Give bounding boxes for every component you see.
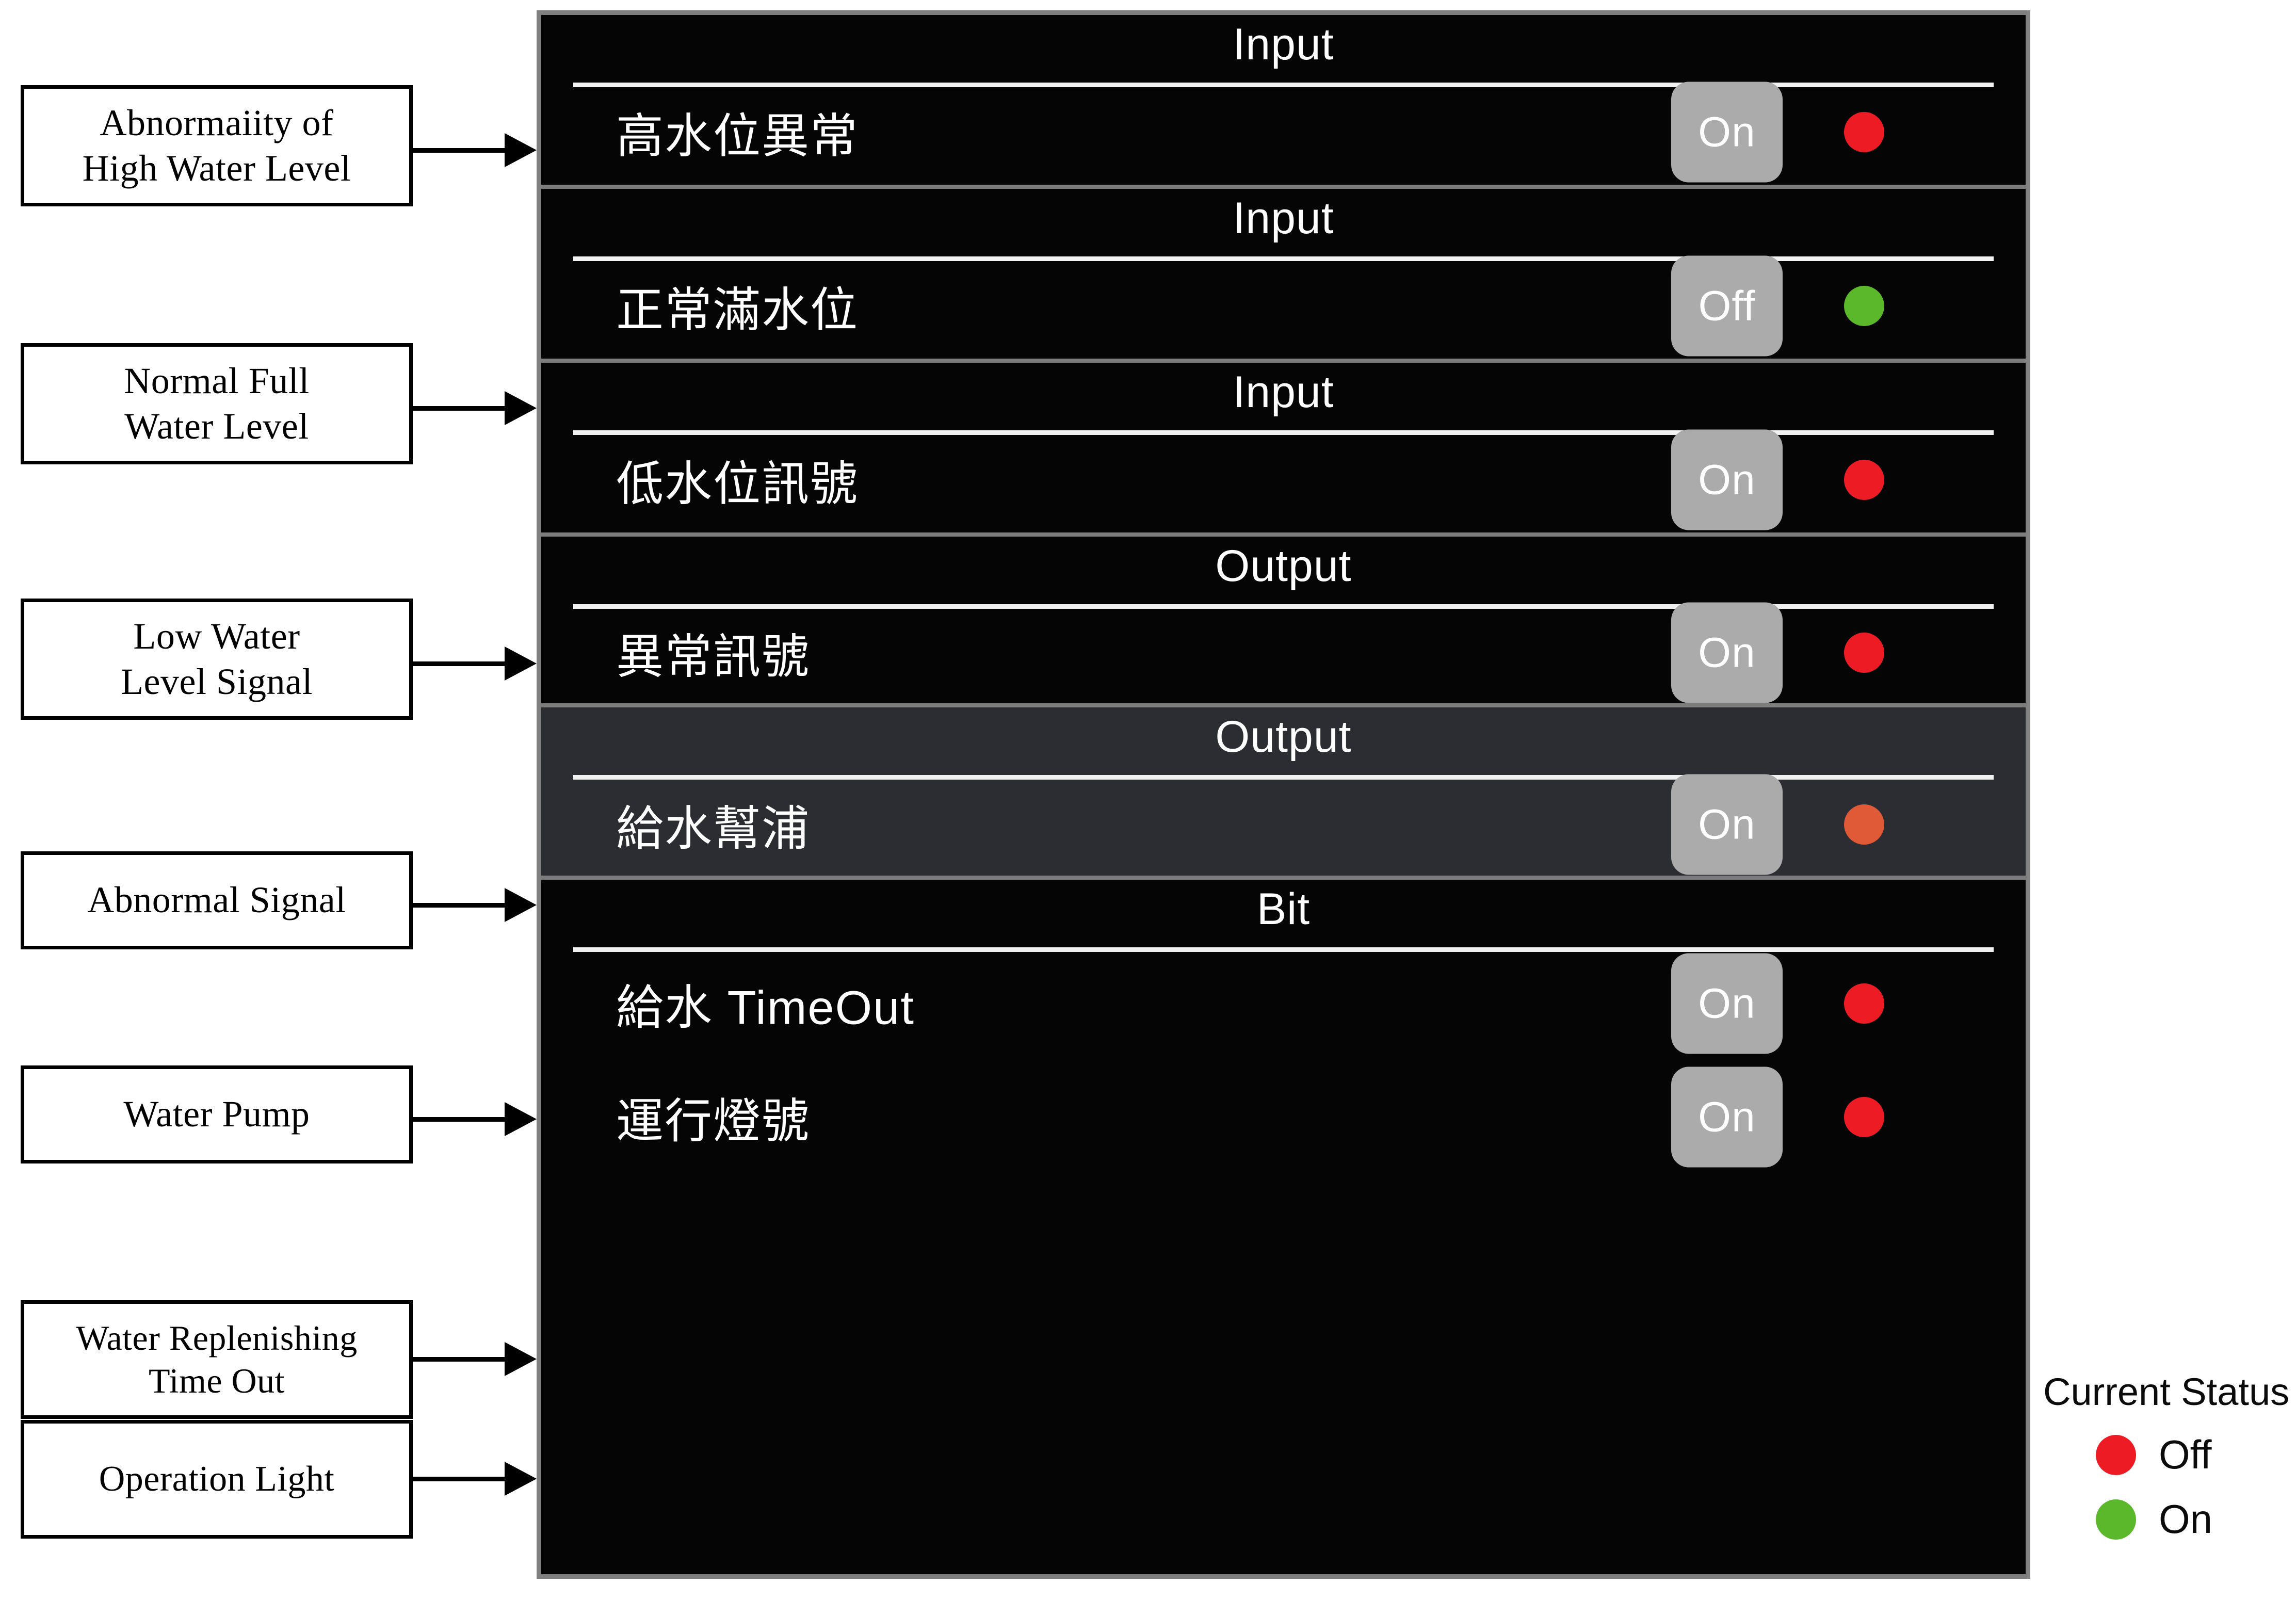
callout-label: Low Water Level Signal (121, 615, 313, 702)
row-label: 異常訊號 (616, 631, 811, 684)
panel-row-operation-light: 運行燈號 On (541, 1063, 2026, 1171)
section-divider-rule (573, 256, 1994, 261)
panel-row-water-supply-timeout: 給水 TimeOut On (541, 949, 2026, 1058)
connector-arrow-2 (505, 391, 537, 425)
callout-abnormal-signal: Abnormal Signal (21, 851, 413, 949)
panel-row-water-supply-pump: 給水幫浦 On (541, 770, 2026, 879)
callout-label: Normal Full Water Level (124, 360, 310, 447)
callout-label: Water Replenishing Time Out (76, 1318, 358, 1400)
callout-label: Abnormaiity of High Water Level (82, 102, 351, 189)
connector-line-5 (413, 1117, 508, 1122)
section-divider-rule (573, 604, 1994, 609)
status-indicator-dot (1844, 286, 1884, 326)
connector-line-2 (413, 406, 508, 411)
toggle-button[interactable]: On (1671, 429, 1783, 530)
connector-arrow-3 (505, 647, 537, 681)
toggle-button[interactable]: On (1671, 1066, 1783, 1168)
section-title: Output (1215, 541, 1352, 591)
section-title: Input (1233, 20, 1334, 69)
callout-label: Abnormal Signal (87, 879, 346, 921)
row-label: 給水 TimeOut (616, 981, 915, 1035)
section-input-2: Input 正常滿水位 Off (541, 189, 2026, 363)
callout-label: Water Pump (123, 1093, 310, 1135)
section-title: Input (1233, 367, 1334, 417)
connector-arrow-6 (505, 1342, 537, 1376)
status-indicator-dot (1844, 112, 1884, 152)
section-input-3: Input 低水位訊號 On (541, 363, 2026, 537)
callout-low-water-level-signal: Low Water Level Signal (21, 599, 413, 720)
section-divider-rule (573, 83, 1994, 87)
hmi-panel: Input 高水位異常 On Input 正常滿水位 Off Input 低水位… (537, 10, 2030, 1579)
legend-item-label: On (2159, 1496, 2213, 1542)
section-output-2: Output 給水幫浦 On (541, 707, 2026, 880)
section-title: Output (1215, 712, 1352, 762)
toggle-button[interactable]: On (1671, 774, 1783, 875)
status-indicator-dot (1844, 633, 1884, 673)
row-label: 正常滿水位 (616, 284, 859, 337)
row-label: 給水幫浦 (616, 802, 811, 855)
status-off-dot-icon (2096, 1434, 2136, 1475)
status-indicator-dot (1844, 460, 1884, 500)
section-input-1: Input 高水位異常 On (541, 15, 2026, 189)
section-output-1: Output 異常訊號 On (541, 537, 2026, 707)
legend: Current Status Off On (2043, 1370, 2290, 1543)
status-indicator-dot (1844, 1097, 1884, 1137)
section-title: Bit (1256, 884, 1311, 934)
connector-arrow-4 (505, 888, 537, 922)
panel-row-abnormal-signal: 異常訊號 On (541, 599, 2026, 707)
connector-line-7 (413, 1477, 508, 1481)
section-divider-rule (573, 430, 1994, 435)
toggle-button[interactable]: On (1671, 953, 1783, 1054)
panel-row-normal-full-water-level: 正常滿水位 Off (541, 252, 2026, 360)
legend-title: Current Status (2043, 1370, 2290, 1413)
connector-line-4 (413, 903, 508, 908)
section-divider-rule (573, 947, 1994, 952)
status-on-dot-icon (2096, 1499, 2136, 1540)
row-label: 高水位異常 (616, 110, 859, 163)
connector-line-1 (413, 148, 508, 153)
connector-line-3 (413, 661, 508, 666)
connector-arrow-7 (505, 1462, 537, 1496)
callout-abnormality-high-water-level: Abnormaiity of High Water Level (21, 85, 413, 206)
legend-item-on: On (2043, 1496, 2286, 1543)
callout-label: Operation Light (99, 1459, 335, 1499)
connector-arrow-5 (505, 1102, 537, 1136)
connector-arrow-1 (505, 133, 537, 167)
legend-item-label: Off (2159, 1432, 2212, 1477)
toggle-button[interactable]: Off (1671, 255, 1783, 357)
status-indicator-dot (1844, 983, 1884, 1024)
row-label: 低水位訊號 (616, 458, 859, 511)
row-label: 運行燈號 (616, 1095, 811, 1148)
panel-row-high-water-level-abnormal: 高水位異常 On (541, 78, 2026, 186)
callout-water-pump: Water Pump (21, 1065, 413, 1163)
callout-normal-full-water-level: Normal Full Water Level (21, 343, 413, 464)
section-divider-rule (573, 775, 1994, 780)
panel-row-low-water-level-signal: 低水位訊號 On (541, 426, 2026, 534)
toggle-button[interactable]: On (1671, 602, 1783, 703)
toggle-button[interactable]: On (1671, 82, 1783, 183)
callout-operation-light: Operation Light (21, 1420, 413, 1539)
connector-line-6 (413, 1357, 508, 1362)
callout-water-replenishing-time-out: Water Replenishing Time Out (21, 1300, 413, 1419)
legend-item-off: Off (2043, 1431, 2286, 1478)
status-indicator-dot (1844, 804, 1884, 845)
section-bit: Bit 給水 TimeOut On 運行燈號 On (541, 880, 2026, 1213)
section-title: Input (1233, 193, 1334, 243)
